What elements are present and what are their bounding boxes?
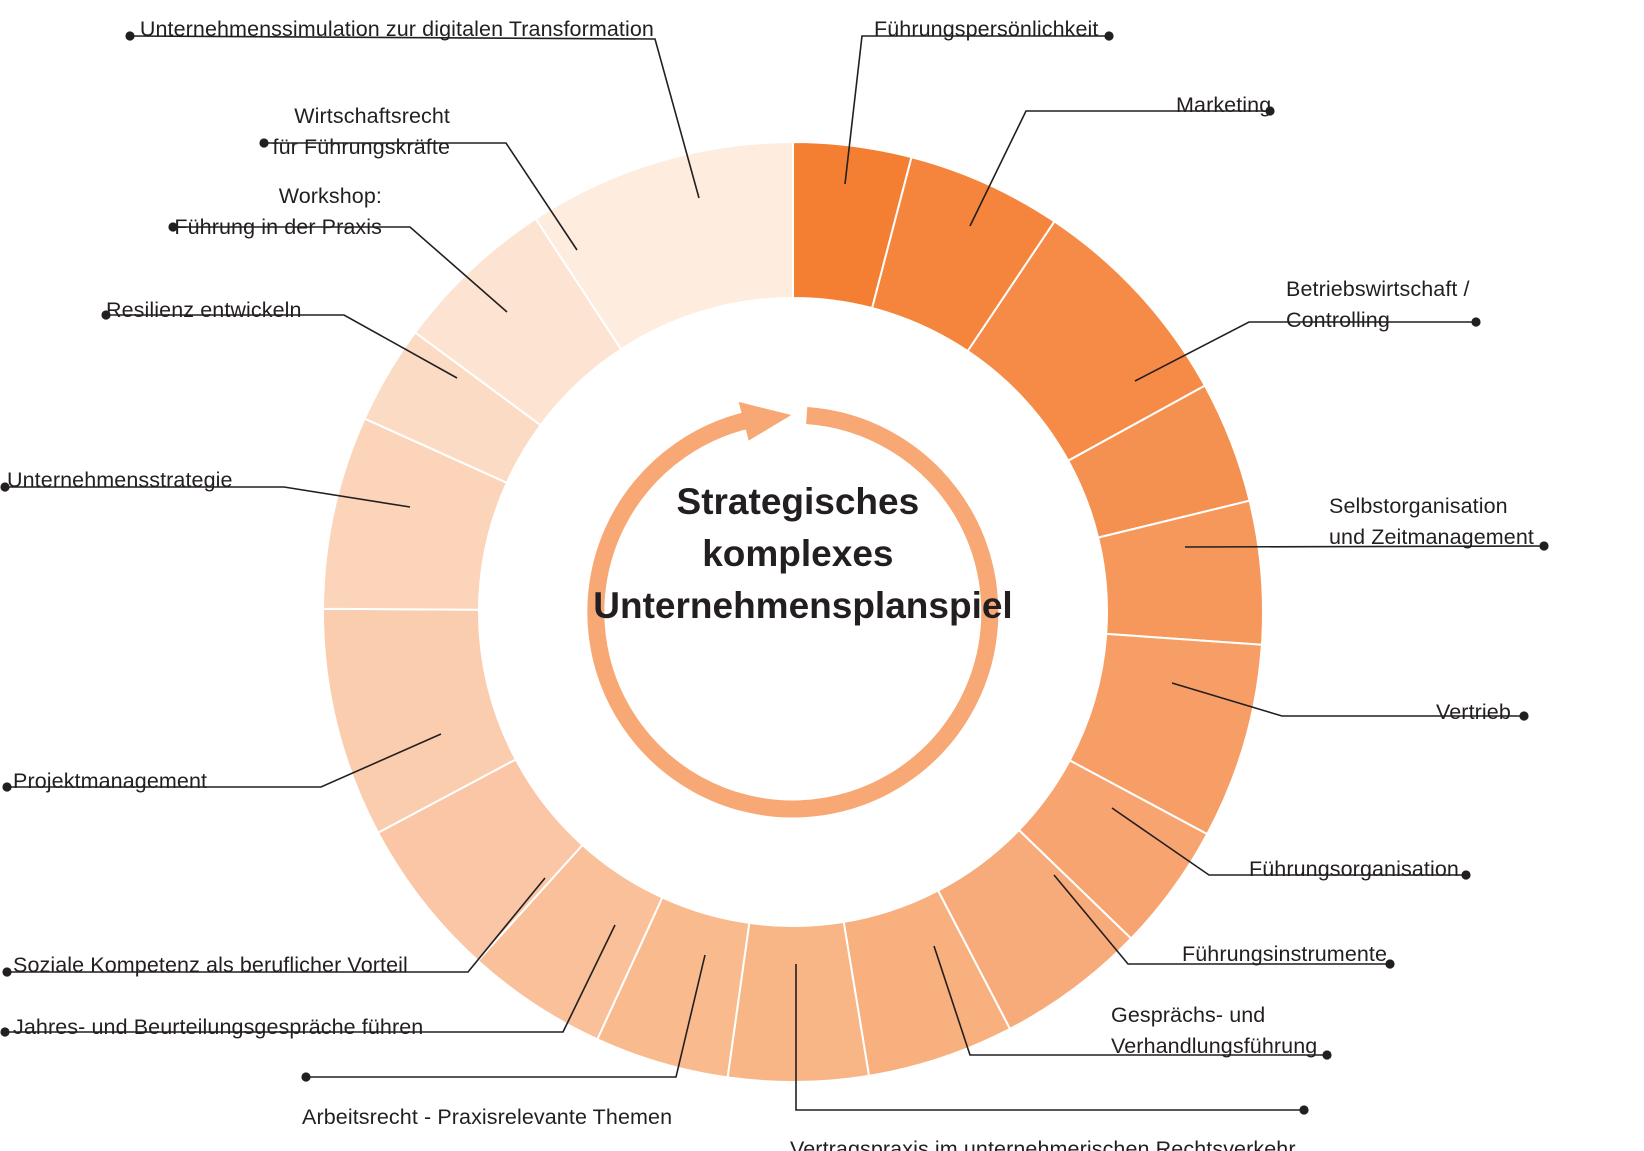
module-label-workshop: Workshop: Führung in der Praxis: [174, 184, 382, 239]
leader-dot-fuehrungspersoenlichkeit: [1104, 31, 1114, 41]
module-label-jahresgespraeche: Jahres- und Beurteilungsgespräche führen: [13, 1015, 423, 1039]
module-label-line: Arbeitsrecht - Praxisrelevante Themen: [302, 1105, 672, 1129]
module-label-line: Projektmanagement: [13, 769, 207, 793]
module-label-line: Führungsinstrumente: [1182, 942, 1387, 966]
module-label-line: Gesprächs- und: [1111, 1003, 1265, 1027]
leader-dot-fuehrungsinstrumente: [1385, 959, 1395, 969]
leader-dot-gespraechsfuehrung: [1322, 1050, 1332, 1060]
module-label-simulation: Unternehmenssimulation zur digitalen Tra…: [140, 17, 654, 41]
leader-dot-wirtschaftsrecht: [259, 138, 269, 148]
leader-dot-selbstorganisation: [1539, 541, 1549, 551]
leader-line-workshop: [173, 226, 508, 313]
leader-line-betriebswirtschaft: [1134, 321, 1476, 382]
leader-line-vertragspraxis: [795, 964, 1304, 1111]
module-label-unternehmensstrategie: Unternehmensstrategie: [7, 468, 233, 492]
module-label-line: und Zeitmanagement: [1329, 525, 1534, 549]
center-title-line-1: Strategisches: [677, 481, 920, 522]
leader-line-selbstorganisation: [1184, 545, 1545, 548]
leader-dot-workshop: [168, 222, 178, 232]
leader-lines: [0, 31, 1549, 1115]
leader-line-gespraechsfuehrung: [933, 945, 1327, 1056]
module-label-line: Unternehmensstrategie: [7, 468, 233, 492]
module-label-vertrieb: Vertrieb: [1436, 700, 1511, 724]
module-label-line: Controlling: [1286, 308, 1390, 332]
module-label-soziale-kompetenz: Soziale Kompetenz als beruflicher Vortei…: [13, 953, 408, 977]
leader-dot-vertragspraxis: [1299, 1105, 1309, 1115]
cycle-arrow-arc: [587, 407, 999, 818]
leader-line-soziale-kompetenz: [7, 877, 546, 973]
leader-dot-vertrieb: [1519, 711, 1529, 721]
leader-line-vertrieb: [1171, 682, 1524, 717]
leader-dot-projektmanagement: [2, 782, 12, 792]
ring-segment-simulation: [534, 140, 794, 351]
leader-line-marketing: [969, 110, 1270, 227]
module-label-marketing: Marketing: [1176, 93, 1271, 117]
module-label-line: Marketing: [1176, 93, 1271, 117]
module-label-line: Soziale Kompetenz als beruflicher Vortei…: [13, 953, 408, 977]
leader-dot-arbeitsrecht: [301, 1072, 311, 1082]
module-label-arbeitsrecht: Arbeitsrecht - Praxisrelevante Themen: [302, 1105, 672, 1129]
module-label-projektmanagement: Projektmanagement: [13, 769, 207, 793]
module-label-line: Unternehmenssimulation zur digitalen Tra…: [140, 17, 654, 41]
module-label-line: Selbstorganisation: [1329, 494, 1508, 518]
module-label-selbstorganisation: Selbstorganisation und Zeitmanagement: [1329, 494, 1534, 549]
leader-line-fuehrungsorganisation: [1111, 807, 1466, 876]
module-label-resilienz: Resilienz entwickeln: [106, 298, 302, 322]
leader-line-jahresgespraeche: [5, 924, 616, 1033]
module-label-vertragspraxis: Vertragspraxis im unternehmerischen Rech…: [790, 1137, 1296, 1151]
module-label-line: Führung in der Praxis: [174, 215, 382, 239]
module-label-line: Jahres- und Beurteilungsgespräche führen: [13, 1015, 423, 1039]
module-label-fuehrungsorganisation: Führungsorganisation: [1249, 857, 1459, 881]
leader-dot-simulation: [125, 31, 135, 41]
module-label-wirtschaftsrecht: Wirtschaftsrecht für Führungskräfte: [273, 104, 450, 159]
center-title-line-2: komplexes: [702, 533, 893, 574]
center-hub: Strategisches komplexes Unternehmensplan…: [587, 401, 1013, 818]
leader-line-projektmanagement: [7, 733, 442, 788]
leader-line-unternehmensstrategie: [5, 486, 411, 508]
leader-dot-fuehrungsorganisation: [1461, 870, 1471, 880]
module-label-line: Betriebswirtschaft /: [1286, 277, 1470, 301]
leader-line-fuehrungsinstrumente: [1053, 874, 1390, 965]
module-label-line: Workshop:: [279, 184, 382, 208]
leader-line-simulation: [129, 35, 700, 199]
module-label-line: Führungsorganisation: [1249, 857, 1459, 881]
module-label-fuehrungspersoenlichkeit: Führungspersönlichkeit: [874, 17, 1099, 41]
leader-line-resilienz: [106, 314, 458, 379]
center-title-line-3: Unternehmensplanspiel: [593, 585, 1012, 626]
module-label-line: Führungspersönlichkeit: [874, 17, 1099, 41]
leader-line-arbeitsrecht: [306, 954, 706, 1078]
leader-dot-soziale-kompetenz: [2, 967, 12, 977]
module-label-betriebswirtschaft: Betriebswirtschaft / Controlling: [1286, 277, 1470, 332]
module-label-line: Resilienz entwickeln: [106, 298, 302, 322]
module-label-line: Wirtschaftsrecht: [294, 104, 450, 128]
module-label-line: Vertragspraxis im unternehmerischen Rech…: [790, 1137, 1296, 1151]
module-label-line: für Führungskräfte: [273, 135, 450, 159]
leader-dot-marketing: [1265, 106, 1275, 116]
module-label-fuehrungsinstrumente: Führungsinstrumente: [1182, 942, 1387, 966]
ring-segment-arbeitsrecht: [726, 920, 871, 1083]
cycle-arrow-head-icon: [738, 401, 792, 441]
leader-line-wirtschaftsrecht: [264, 142, 578, 251]
module-label-line: Verhandlungsführung: [1111, 1034, 1317, 1058]
leader-line-fuehrungspersoenlichkeit: [844, 35, 1109, 185]
module-labels: FührungspersönlichkeitMarketingBetriebsw…: [7, 17, 1534, 1151]
leader-dot-betriebswirtschaft: [1471, 317, 1481, 327]
leader-dot-unternehmensstrategie: [0, 482, 10, 492]
center-title: Strategisches komplexes Unternehmensplan…: [593, 481, 1012, 626]
module-label-line: Vertrieb: [1436, 700, 1511, 724]
module-ring: [321, 140, 1265, 1083]
leader-dot-resilienz: [101, 310, 111, 320]
leader-dot-jahresgespraeche: [0, 1027, 10, 1037]
